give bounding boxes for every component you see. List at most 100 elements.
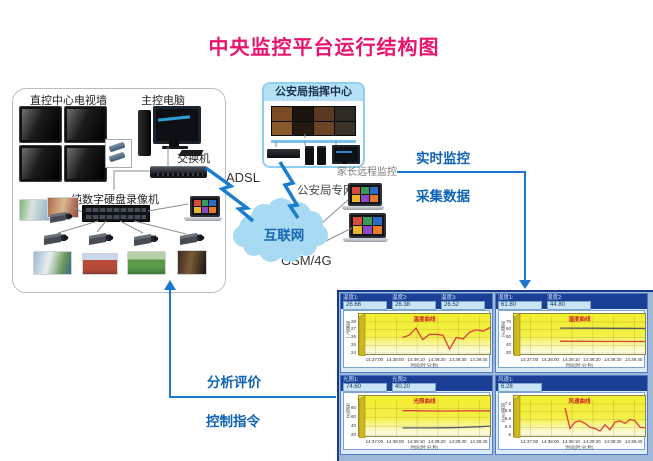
sensor-field-value[interactable]: 40.20 [392, 383, 436, 392]
sensor-field: 湿度1:61.80 [498, 295, 542, 310]
video-wall [271, 106, 356, 136]
sensor-field: 光照1:74.60 [343, 377, 387, 392]
switch-label: 交换机 [177, 153, 210, 165]
chart-title: 风速曲线 [568, 399, 591, 405]
sensor-field-value[interactable]: 26.52 [441, 301, 485, 310]
bullet-camera-icon [180, 233, 205, 245]
panel-header: 温度1:26.66 温度2:26.38 温度3:26.52 [341, 294, 492, 310]
network-switch-icon [150, 166, 207, 178]
adapter-icon [108, 141, 126, 153]
sensor-field: 温度1:26.66 [343, 295, 387, 310]
sensor-field: 光照2:40.20 [392, 377, 436, 392]
tv-wall-label: 直控中心电视墙 [30, 95, 107, 107]
internet-label: 互联网 [263, 228, 305, 243]
sensor-field-label: 温度2: [392, 295, 408, 301]
scene-photo [177, 250, 207, 275]
sensor-field-label: 温度1: [343, 295, 359, 301]
panel-header: 湿度1:61.80 湿度2:44.80 [496, 294, 647, 310]
speaker-icon [305, 146, 314, 165]
adapter-icon [108, 151, 126, 163]
chart-series-line [402, 326, 491, 351]
scene-photo [82, 253, 118, 275]
panel-header: 光照1:74.60 光照2:40.20 [341, 376, 492, 392]
flow-label-collect: 采集数据 [416, 189, 470, 204]
sensor-field-label: 光照2: [392, 377, 408, 383]
sensor-field-label: 湿度1: [498, 295, 514, 301]
sensor-field-label: 光照1: [343, 377, 359, 383]
scene-photo [33, 251, 72, 275]
y-axis-label: 风速(m/s) [501, 403, 506, 423]
sensor-field-value[interactable]: 61.80 [498, 301, 542, 310]
x-axis-label: 时间(时:分:秒) [410, 445, 439, 450]
chart-series-line [564, 407, 646, 432]
flow-label-control: 控制指令 [206, 414, 260, 429]
y-axis-label: 温度(℃) [346, 321, 351, 338]
panel-header: 风速1:6.28 [496, 376, 647, 392]
sensor-field-label: 风速1: [498, 377, 514, 383]
dvr-label: 纯数字硬盘录像机 [71, 194, 159, 206]
y-axis-label: 光照(lx) [346, 403, 351, 419]
sensor-field-label: 温度3: [441, 295, 457, 301]
scene-photo [127, 251, 166, 275]
plot-area: 温度曲线 [358, 313, 491, 356]
y-axis-label: 湿度(%) [501, 321, 506, 337]
flow-label-analysis: 分析评价 [207, 375, 261, 390]
tv-screen [19, 106, 62, 143]
command-center-box: 公安局指挥中心 [262, 82, 365, 168]
dvr-device-icon [267, 149, 300, 158]
scene-photo [19, 199, 50, 221]
parent-monitor-label: 家长远程监控 [337, 167, 397, 178]
sensor-field-value[interactable]: 6.28 [498, 383, 542, 392]
tv-screen [19, 145, 62, 182]
x-axis-label: 时间(时:分:秒) [565, 445, 594, 450]
plot-area: 风速曲线 [513, 395, 646, 438]
remote-laptop-icon [343, 213, 388, 242]
main-computer-label: 主控电脑 [141, 95, 185, 107]
sensor-field-value[interactable]: 26.66 [343, 301, 387, 310]
sensor-field: 湿度2:44.80 [547, 295, 591, 310]
bullet-camera-icon [44, 233, 69, 245]
chart-title: 湿度曲线 [568, 317, 591, 323]
sensor-field-value[interactable]: 26.38 [392, 301, 436, 310]
x-axis-label: 时间(时:分:秒) [565, 363, 594, 368]
bullet-camera-icon [134, 234, 159, 246]
monitor-base [162, 146, 188, 149]
speaker-icon [317, 146, 326, 165]
sensor-field-value[interactable]: 74.60 [343, 383, 387, 392]
plot-area: 湿度曲线 [513, 313, 646, 356]
chart-title: 温度曲线 [413, 317, 436, 323]
monitor-stand [169, 141, 179, 146]
tv-screen [64, 106, 107, 143]
dvr-device-icon [82, 205, 150, 222]
bus-bar [271, 140, 356, 143]
police-net-label: 公安局专网 [297, 185, 355, 197]
sensor-field: 温度2:26.38 [392, 295, 436, 310]
x-axis-label: 时间(时:分:秒) [410, 363, 439, 368]
flow-label-realtime: 实时监控 [416, 151, 470, 166]
adsl-label: ADSL [226, 170, 260, 185]
chart-series-line [402, 425, 491, 429]
remote-laptop-icon [342, 183, 384, 210]
computer-monitor-icon [153, 106, 201, 144]
laptop-icon [184, 196, 222, 221]
tv-wall [19, 106, 107, 182]
bullet-camera-icon [89, 233, 114, 245]
sensor-field-value[interactable]: 44.80 [547, 301, 591, 310]
